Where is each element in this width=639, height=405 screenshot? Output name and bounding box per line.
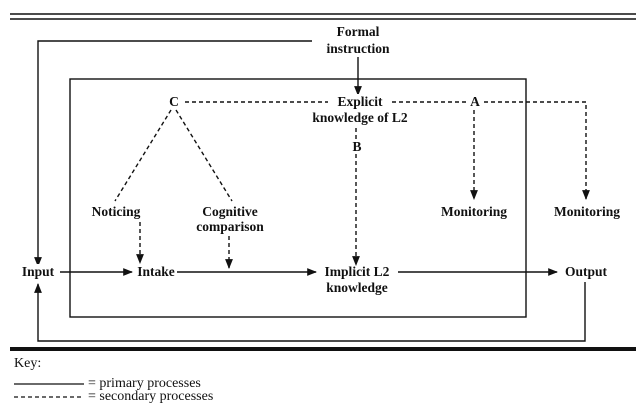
learner-box (69, 78, 527, 318)
node-b-label: B (352, 139, 362, 154)
bottom-rule (10, 347, 636, 351)
formal-instruction-label-line2: instruction (326, 41, 390, 56)
a-to-outer-monitoring-dashed (484, 101, 590, 200)
cognitive-comparison-label-line2: comparison (196, 219, 264, 234)
outer-loop-top (34, 40, 312, 267)
noticing-label: Noticing (91, 204, 141, 219)
formal-instruction-label-line1: Formal (336, 24, 380, 39)
c-to-comparison-dashed (175, 109, 233, 202)
input-label: Input (21, 264, 55, 280)
implicit-knowledge-label-line1: Implicit L2 (324, 264, 390, 279)
node-a-label: A (470, 94, 480, 109)
key-secondary-text: = secondary processes (88, 389, 214, 404)
monitoring-outer-label: Monitoring (554, 204, 620, 219)
c-to-noticing-dashed (114, 109, 172, 202)
node-c-label: C (169, 94, 179, 109)
key-primary-text: = primary processes (88, 376, 201, 391)
explicit-knowledge-label-line1: Explicit (334, 94, 386, 110)
outer-loop-bottom (34, 282, 586, 342)
explicit-knowledge-label-line2: knowledge of L2 (312, 110, 408, 125)
key-title: Key: (14, 356, 42, 371)
output-label: Output (564, 264, 608, 280)
cognitive-comparison-label-line1: Cognitive (202, 204, 258, 219)
monitoring-inner-label: Monitoring (441, 204, 507, 219)
implicit-knowledge-label-line2: knowledge (326, 280, 388, 295)
intake-label: Intake (137, 264, 175, 279)
